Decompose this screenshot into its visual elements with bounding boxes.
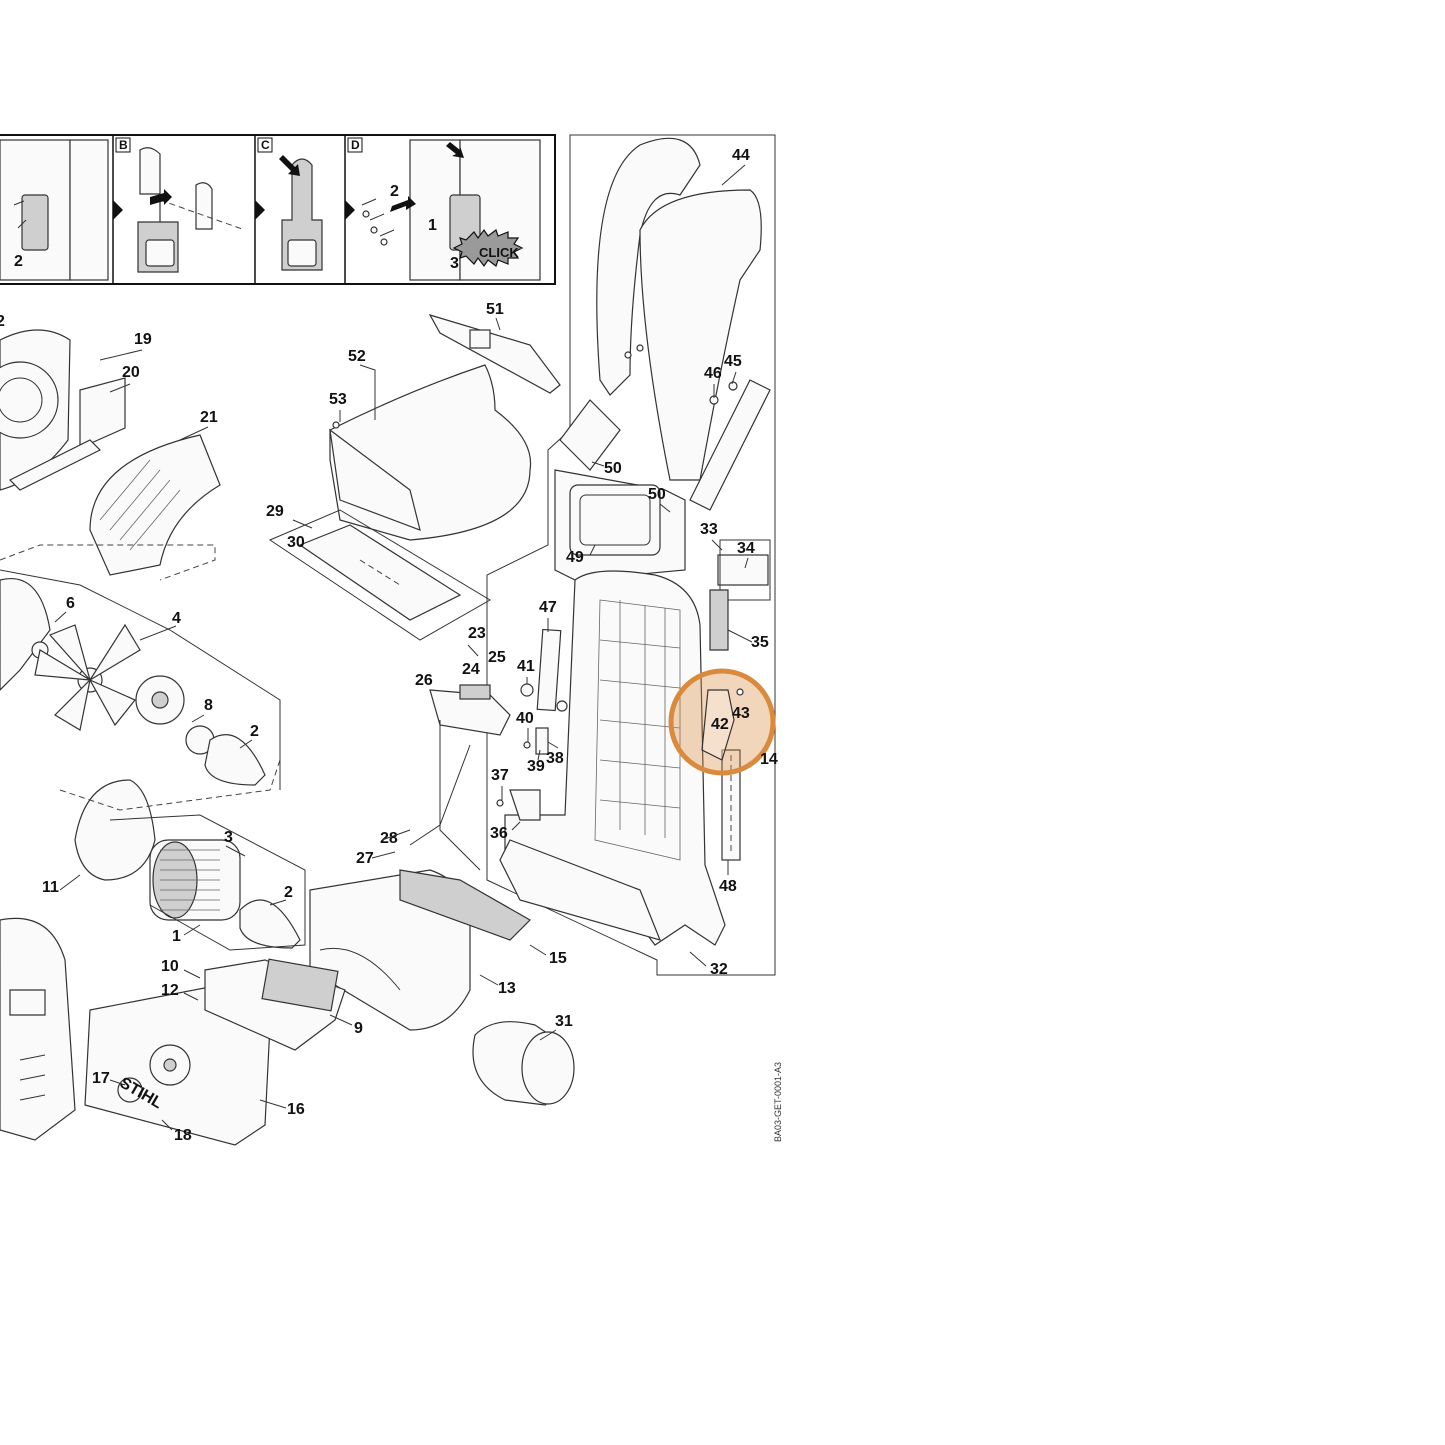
- part-label-30: 30: [287, 534, 305, 551]
- part-label-15: 15: [549, 950, 567, 967]
- panel-letter-d: D: [351, 138, 360, 152]
- part-number-labels: 44 45 46 51 52 53 50 50 49 33 34 35 47 4…: [0, 147, 778, 1144]
- part-label-29: 29: [266, 503, 284, 520]
- part-label-9: 9: [354, 1020, 363, 1037]
- part-label-50b: 50: [648, 486, 666, 503]
- body-left: [0, 917, 76, 1141]
- part-label-25: 25: [488, 649, 506, 666]
- fan-4: [34, 623, 141, 731]
- grille-21: [89, 434, 221, 576]
- panel-letter-b: B: [119, 138, 128, 152]
- part-label-38: 38: [546, 750, 564, 767]
- strap-51: [428, 314, 561, 394]
- panel-c-illustration: [279, 155, 323, 271]
- part-label-43: 43: [732, 705, 750, 722]
- part-label-2a: 2: [250, 723, 259, 740]
- part-label-24: 24: [462, 661, 480, 678]
- part-label-44: 44: [732, 147, 750, 164]
- upper-cover-assembly: [268, 314, 561, 641]
- part-label-47: 47: [539, 599, 557, 616]
- part-label-52: 52: [348, 348, 366, 365]
- inset-step-2b: 2: [14, 253, 23, 270]
- part-label-22: 2: [0, 313, 5, 330]
- part-label-23: 23: [468, 625, 486, 642]
- shoulder-strap-right: [639, 189, 762, 481]
- part-label-36: 36: [490, 825, 508, 842]
- highlight-circle: [668, 668, 776, 776]
- part-label-4: 4: [172, 610, 181, 627]
- ring-11: [74, 779, 156, 881]
- part-label-49: 49: [566, 549, 584, 566]
- part-label-46: 46: [704, 365, 722, 382]
- panel-letter-c: C: [261, 138, 270, 152]
- shoulder-strap-left: [596, 137, 701, 396]
- fan-motor-assembly: [0, 329, 306, 951]
- part-label-48: 48: [719, 878, 737, 895]
- part-label-35: 35: [751, 634, 769, 651]
- inset-step-3: 3: [450, 255, 459, 272]
- part-label-32: 32: [710, 961, 728, 978]
- part-label-12: 12: [161, 982, 179, 999]
- assembly-instructions-inset: B C D: [0, 134, 556, 285]
- part-label-28: 28: [380, 830, 398, 847]
- tray-29: [268, 509, 491, 641]
- part-label-1: 1: [172, 928, 181, 945]
- part-label-45: 45: [724, 353, 742, 370]
- part-label-21: 21: [200, 409, 218, 426]
- part-label-8: 8: [204, 697, 213, 714]
- part-label-6: 6: [66, 595, 75, 612]
- part-label-50a: 50: [604, 460, 622, 477]
- part-label-14: 14: [760, 751, 778, 768]
- part-label-41: 41: [517, 658, 535, 675]
- part-label-40: 40: [516, 710, 534, 727]
- part-label-39: 39: [527, 758, 545, 775]
- part-label-27: 27: [356, 850, 374, 867]
- click-badge-text: CLICK: [479, 245, 519, 260]
- part-label-26: 26: [415, 672, 433, 689]
- part-label-3: 3: [224, 829, 233, 846]
- document-id: BA03-GET-0001-A3: [773, 1062, 783, 1142]
- part-label-33: 33: [700, 521, 718, 538]
- part-label-51: 51: [486, 301, 504, 318]
- part-label-42: 42: [711, 716, 729, 733]
- part-label-18: 18: [174, 1127, 192, 1144]
- part-label-17: 17: [92, 1070, 110, 1087]
- part-label-31: 31: [555, 1013, 573, 1030]
- part-label-16: 16: [287, 1101, 305, 1118]
- part-label-20: 20: [122, 364, 140, 381]
- part-label-19: 19: [134, 331, 152, 348]
- part-label-10: 10: [161, 958, 179, 975]
- panel-d-illustration: 2 2 1 3 CLICK: [14, 139, 541, 281]
- lower-housing-assembly: [0, 684, 575, 1146]
- part-label-53: 53: [329, 391, 347, 408]
- part-label-2b: 2: [284, 884, 293, 901]
- part-label-34: 34: [737, 540, 755, 557]
- part-label-13: 13: [498, 980, 516, 997]
- back-frame-assembly: [486, 134, 776, 976]
- leader-lines: [54, 164, 753, 1131]
- panel-a-illustration: [0, 139, 109, 281]
- grille-20: [79, 377, 126, 449]
- part-label-37: 37: [491, 767, 509, 784]
- board-15: [399, 869, 531, 941]
- click-badge-burst: [452, 228, 524, 268]
- inset-step-1: 1: [428, 217, 437, 234]
- inset-step-2a: 2: [390, 183, 399, 200]
- part-label-11: 11: [42, 879, 59, 896]
- panel-b-illustration: [137, 147, 246, 273]
